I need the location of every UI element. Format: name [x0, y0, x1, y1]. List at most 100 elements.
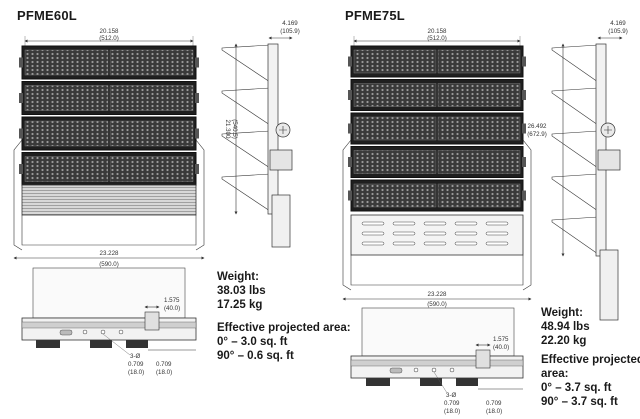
module-tab [522, 123, 526, 134]
led-array [437, 183, 521, 208]
pfme60l-hole-in: 0.709 [128, 361, 144, 368]
led-array [353, 116, 437, 141]
vent-slot [454, 221, 478, 226]
led-array [353, 83, 437, 107]
pfme75l-width-in: 20.158 [428, 28, 447, 35]
epa-90-degrees: 90° – 0.6 sq. ft [217, 350, 294, 362]
module-tab [195, 128, 199, 139]
module-tab [522, 90, 526, 100]
vent-slot [392, 221, 416, 226]
vent-slot [485, 241, 509, 246]
module-tab [522, 157, 526, 167]
pfme75l-specs: Weight: 48.94 lbs 22.20 kg Effective pro… [541, 306, 640, 409]
vent-slot [485, 231, 509, 236]
pfme75l-hole-in: 0.709 [444, 400, 460, 407]
pfme75l-hole-label: 3-Ø [446, 392, 457, 399]
weight-label: Weight: [217, 271, 259, 283]
pfme60l-front-view: 20.158 (512.0) 23.228 (590.0) [13, 28, 205, 268]
vent-slot [392, 231, 416, 236]
model-title-pfme75l: PFME75L [345, 8, 405, 23]
pfme60l-bracket-mm: (40.0) [164, 305, 180, 312]
pfme75l-depth-mm: (105.9) [608, 28, 628, 35]
module-tab [348, 190, 352, 201]
weight-label: Weight: [541, 307, 583, 319]
model-title-pfme60l: PFME60L [17, 8, 77, 23]
pfme75l-height-mm: (672.9) [527, 131, 547, 138]
pfme60l-led-modules [19, 45, 199, 186]
pfme75l-led-modules [348, 45, 526, 212]
led-array [437, 49, 521, 74]
led-array [24, 49, 109, 76]
pfme75l-bracket-mm: (40.0) [493, 344, 509, 351]
pfme75l-top-view: 1.575 (40.0) 3-Ø 0.709 (18.0) 0.709 (18.… [350, 307, 524, 415]
pfme60l-overall-width-mm: (590.0) [99, 261, 119, 268]
led-array [24, 120, 109, 147]
module-tab [19, 128, 23, 139]
weight-lbs: 48.94 lbs [541, 321, 590, 333]
led-array [353, 183, 437, 208]
module-tab [522, 56, 526, 67]
pfme60l-width-mm: (512.0) [99, 35, 119, 42]
module-tab [348, 123, 352, 134]
module-tab [19, 93, 23, 103]
pfme60l-bracket-in: 1.575 [164, 297, 180, 304]
pfme60l-width-in: 20.158 [100, 28, 119, 35]
epa-90-degrees: 90° – 3.7 sq. ft [541, 396, 618, 408]
pfme60l-slot-mm: (18.0) [156, 369, 172, 376]
led-array [24, 85, 109, 111]
epa-0-degrees: 0° – 3.0 sq. ft [217, 336, 288, 348]
module-tab [195, 164, 199, 174]
pfme60l-hole-mm: (18.0) [128, 369, 144, 376]
vent-slot [361, 221, 385, 226]
module-tab [522, 190, 526, 201]
vent-slot [361, 241, 385, 246]
module-tab [195, 93, 199, 103]
pfme75l-overall-width-mm: (590.0) [427, 301, 447, 308]
pfme60l-depth-in: 4.169 [282, 20, 298, 27]
vent-slot [454, 241, 478, 246]
pfme60l-hole-label: 3-Ø [130, 353, 141, 360]
led-array [109, 156, 194, 182]
pfme75l-bracket-in: 1.575 [493, 336, 509, 343]
vent-slot [392, 241, 416, 246]
epa-label: Effective projected area: [217, 322, 351, 334]
pfme60l-height-in: 21.300 [224, 120, 231, 139]
pfme60l-slot-in: 0.709 [156, 361, 172, 368]
pfme75l-depth-in: 4.169 [610, 20, 626, 27]
pfme75l-overall-width-in: 23.228 [428, 291, 447, 298]
pfme75l-hole-mm: (18.0) [444, 408, 460, 415]
weight-lbs: 38.03 lbs [217, 285, 266, 297]
epa-label: Effective projected [541, 354, 640, 366]
led-array [109, 49, 194, 76]
pfme60l-specs: Weight: 38.03 lbs 17.25 kg Effective pro… [217, 270, 351, 363]
pfme75l-height-in: 26.492 [528, 123, 547, 130]
pfme75l-slot-in: 0.709 [486, 400, 502, 407]
module-tab [19, 57, 23, 68]
weight-kg: 17.25 kg [217, 299, 263, 311]
vent-slot [423, 231, 447, 236]
led-array [437, 150, 521, 174]
pfme60l-overall-width-in: 23.228 [100, 250, 119, 257]
led-array [353, 150, 437, 174]
epa-0-degrees: 0° – 3.7 sq. ft [541, 382, 612, 394]
led-array [109, 120, 194, 147]
vent-slot [423, 221, 447, 226]
led-array [437, 116, 521, 141]
pfme75l-width-mm: (512.0) [427, 35, 447, 42]
module-tab [195, 57, 199, 68]
pfme75l-side-view: 4.169 (105.9) 26.492 (672.9) [527, 20, 628, 321]
pfme75l-slot-mm: (18.0) [486, 408, 502, 415]
pfme60l-depth-mm: (105.9) [280, 28, 300, 35]
pfme60l-top-view: 1.575 (40.0) 3-Ø 0.709 (18.0) 0.709 (18.… [21, 267, 197, 376]
module-tab [348, 90, 352, 100]
vent-slot [423, 241, 447, 246]
pfme75l-driver-vents [361, 221, 509, 246]
module-tab [19, 164, 23, 174]
led-array [109, 85, 194, 111]
vent-slot [361, 231, 385, 236]
pfme60l-side-view: 4.169 (105.9) 21.300 (540.5) [221, 20, 300, 248]
vent-slot [454, 231, 478, 236]
pfme75l-front-view: 20.158 (512.0) 23.228 (590.0) [342, 28, 532, 308]
led-array [24, 156, 109, 182]
